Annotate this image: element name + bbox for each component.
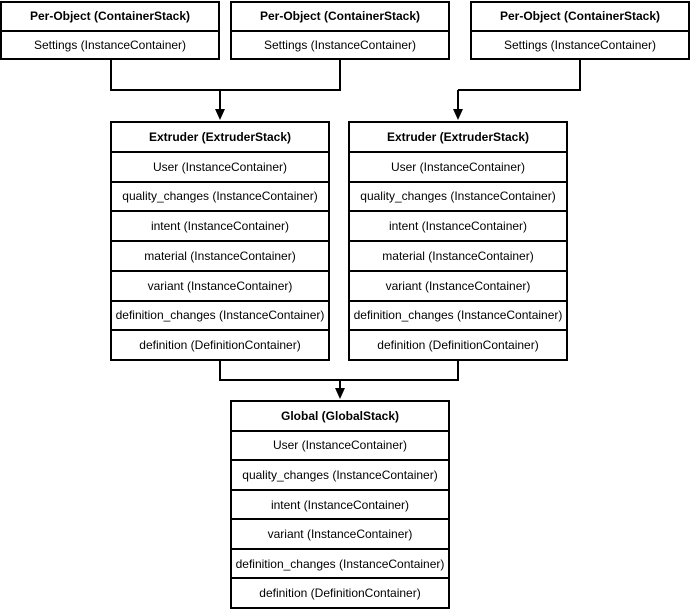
global-stack-row-definition: definition (DefinitionContainer) xyxy=(232,577,448,607)
edge-perobject1-to-extruder1 xyxy=(110,60,341,112)
extruder-stack-2-row-quality-changes: quality_changes (InstanceContainer) xyxy=(350,180,566,211)
arrowhead-extruder1 xyxy=(215,109,225,120)
arrowhead-global xyxy=(335,388,345,399)
extruder-stack-2-row-user: User (InstanceContainer) xyxy=(350,150,566,181)
per-object-stack-3-header: Per-Object (ContainerStack) xyxy=(499,9,661,24)
global-stack-row-variant: variant (InstanceContainer) xyxy=(232,518,448,548)
global-stack-row-definition-changes: definition_changes (InstanceContainer) xyxy=(232,547,448,578)
global-stack-row-quality-changes: quality_changes (InstanceContainer) xyxy=(232,459,448,489)
extruder-stack-1-row-quality-changes: quality_changes (InstanceContainer) xyxy=(112,180,328,211)
extruder-stack-2-row-variant: variant (InstanceContainer) xyxy=(350,269,566,300)
extruder-stack-1-row-definition-changes: definition_changes (InstanceContainer) xyxy=(112,299,328,330)
global-stack: Global (GlobalStack) User (InstanceConta… xyxy=(230,400,450,609)
extruder-stack-2-header: Extruder (ExtruderStack) xyxy=(386,129,530,144)
extruder-stack-2-row-material: material (InstanceContainer) xyxy=(350,240,566,270)
extruder-stack-1-header: Extruder (ExtruderStack) xyxy=(148,129,292,144)
global-stack-header: Global (GlobalStack) xyxy=(280,408,400,423)
extruder-stack-1-row-user: User (InstanceContainer) xyxy=(112,150,328,181)
per-object-stack-3: Per-Object (ContainerStack) Settings (In… xyxy=(470,1,690,60)
per-object-stack-2: Per-Object (ContainerStack) Settings (In… xyxy=(230,1,450,60)
extruder-stack-1-row-definition: definition (DefinitionContainer) xyxy=(112,329,328,359)
arrowhead-extruder2 xyxy=(453,109,463,120)
per-object-stack-2-row-settings: Settings (InstanceContainer) xyxy=(232,29,448,59)
extruder-stack-2: Extruder (ExtruderStack) User (InstanceC… xyxy=(348,121,568,361)
per-object-stack-2-header: Per-Object (ContainerStack) xyxy=(259,9,421,24)
extruder-stack-1-row-variant: variant (InstanceContainer) xyxy=(112,269,328,300)
extruder-stack-1: Extruder (ExtruderStack) User (InstanceC… xyxy=(110,121,330,361)
per-object-stack-1: Per-Object (ContainerStack) Settings (In… xyxy=(0,1,220,60)
per-object-stack-3-row-settings: Settings (InstanceContainer) xyxy=(472,29,688,59)
global-stack-row-intent: intent (InstanceContainer) xyxy=(232,488,448,519)
edge-perobject3-to-extruder2 xyxy=(457,60,581,112)
global-stack-row-user: User (InstanceContainer) xyxy=(232,429,448,460)
per-object-stack-1-header: Per-Object (ContainerStack) xyxy=(29,9,191,24)
extruder-stack-1-row-material: material (InstanceContainer) xyxy=(112,240,328,270)
per-object-stack-1-row-settings: Settings (InstanceContainer) xyxy=(2,29,218,59)
extruder-stack-1-row-intent: intent (InstanceContainer) xyxy=(112,210,328,240)
extruder-stack-2-row-intent: intent (InstanceContainer) xyxy=(350,210,566,240)
extruder-stack-2-row-definition: definition (DefinitionContainer) xyxy=(350,329,566,359)
edge-extruders-to-global xyxy=(219,361,459,391)
extruder-stack-2-row-definition-changes: definition_changes (InstanceContainer) xyxy=(350,299,566,330)
